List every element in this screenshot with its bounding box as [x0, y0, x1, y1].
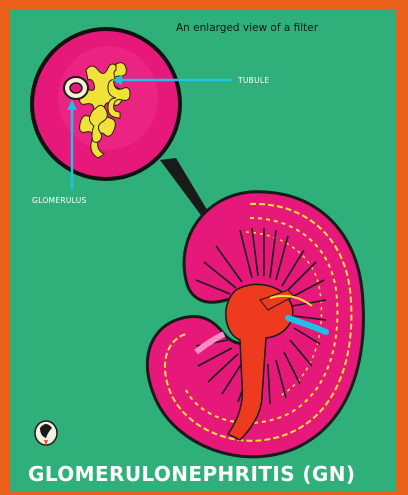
enlarged-filter-view — [30, 27, 182, 181]
kidney-cross-section — [147, 192, 363, 457]
logo-icon — [35, 421, 57, 446]
tubule-label: TUBULE — [238, 76, 269, 85]
glomerulus-structure — [64, 77, 88, 99]
glomerulus-label: GLOMERULUS — [32, 196, 87, 205]
view-caption: An enlarged view of a filter — [176, 22, 318, 34]
page-title: GLOMERULONEPHRITIS (GN) — [28, 462, 396, 486]
